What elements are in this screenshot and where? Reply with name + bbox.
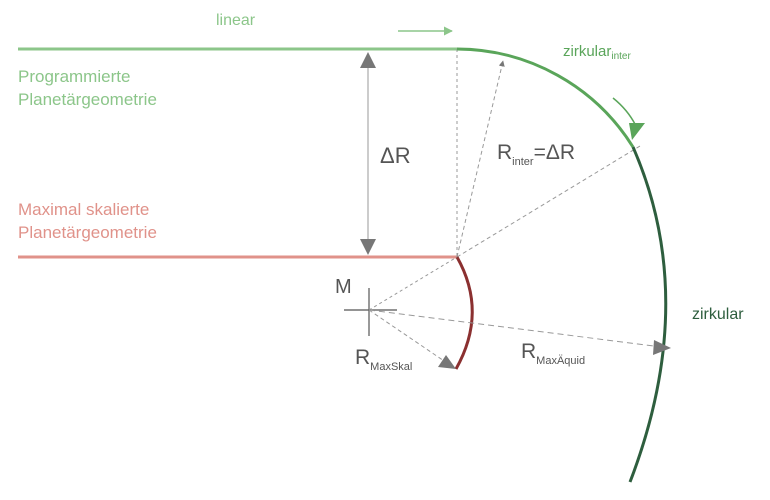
programmed-geometry-label-line1: Programmierte [18, 67, 131, 86]
zirkular-label: zirkular [692, 306, 744, 323]
delta-r-arrow-up [360, 52, 376, 68]
r-maxskal-sub: MaxSkal [370, 361, 413, 373]
r-maxskal-label: RMaxSkal [355, 346, 412, 374]
r-inter-main: R [497, 141, 513, 164]
delta-r-arrow-down [360, 239, 376, 255]
r-maxaquid-radius-line [368, 309, 663, 348]
zirkular-inter-arc [456, 47, 635, 148]
linear-label: linear [216, 12, 256, 29]
r-maxaquid-sub: MaxÄquid [536, 355, 586, 367]
zirkular-inter-arrow-head [629, 123, 645, 140]
scaled-geometry-label-line2: Planetärgeometrie [18, 223, 157, 242]
zirkular-inter-main: zirkular [563, 43, 612, 60]
zirkular-arc [628, 146, 668, 483]
delta-r-label: ΔR [380, 143, 411, 168]
r-maxskal-arrow-head [438, 355, 456, 369]
r-inter-eq: =ΔR [533, 141, 576, 164]
programmed-geometry-label-line2: Planetärgeometrie [18, 90, 157, 109]
max-scaled-arc [454, 256, 474, 370]
scaled-geometry-label-line1: Maximal skalierte [18, 200, 150, 219]
r-inter-radius-line-1 [456, 60, 505, 258]
m-to-tangent-line [368, 256, 458, 311]
r-inter-label: Rinter=ΔR [497, 141, 575, 169]
center-m-label: M [335, 276, 352, 298]
r-maxskal-radius-line [368, 309, 451, 366]
r-maxaquid-main: R [521, 340, 537, 363]
r-inter-radius-line-2 [456, 145, 641, 258]
r-maxaquid-label: RMaxÄquid [521, 340, 585, 368]
zirkular-inter-sub: inter [611, 51, 631, 62]
zirkular-inter-label: zirkularinter [563, 43, 631, 63]
r-maxskal-main: R [355, 346, 371, 369]
r-inter-sub: inter [512, 156, 534, 168]
r-maxaquid-arrow-head [653, 340, 671, 355]
